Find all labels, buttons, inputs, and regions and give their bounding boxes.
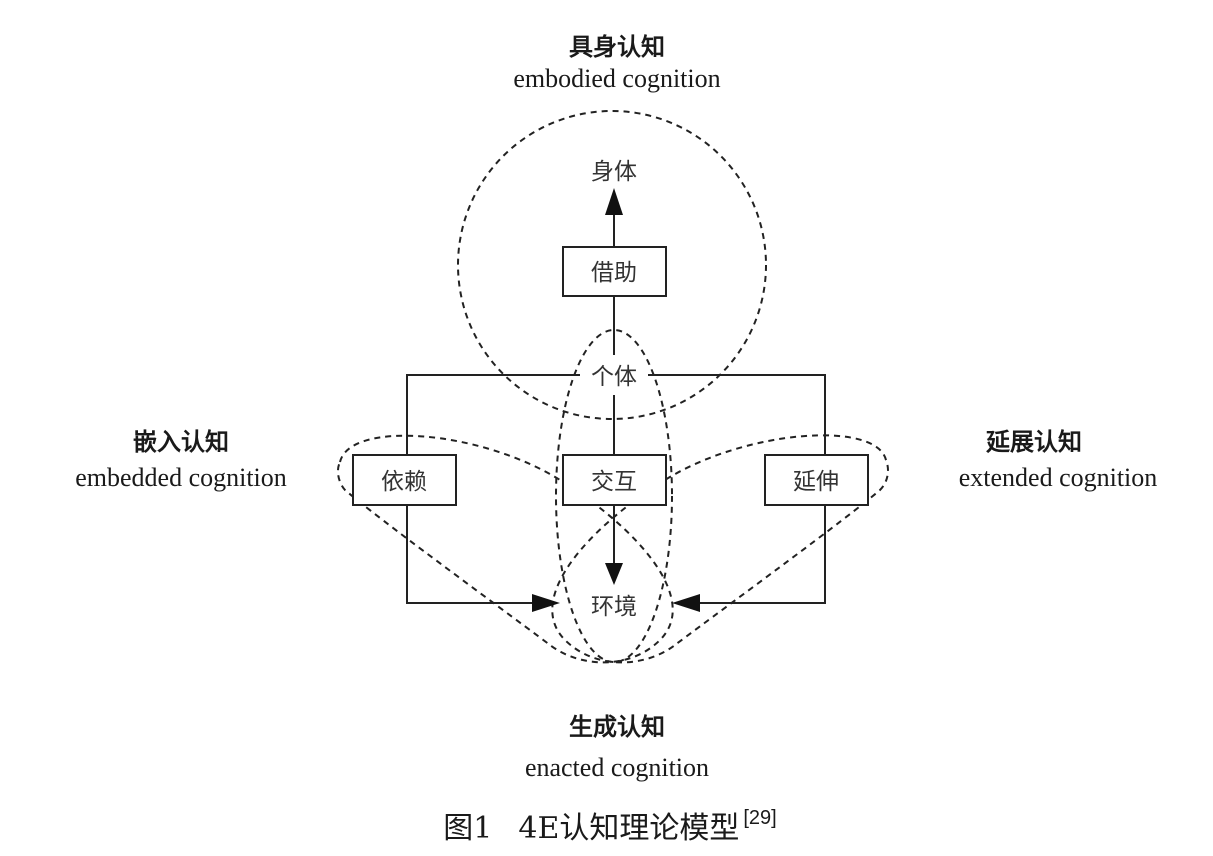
extend-box bbox=[764, 454, 869, 506]
enacted-region-outline bbox=[555, 329, 673, 663]
extended-en-label: extended cognition bbox=[959, 463, 1158, 492]
figure-caption: 图1 4E认知理论模型 [29] bbox=[443, 807, 776, 846]
figure-number: 图1 bbox=[443, 811, 492, 846]
arrow-right-icon bbox=[532, 594, 560, 612]
embodied-region-outline bbox=[457, 110, 767, 420]
extended-cn-label: 延展认知 bbox=[985, 428, 1082, 456]
borrow-box bbox=[562, 246, 667, 297]
figure-title: 4E认知理论模型 bbox=[518, 811, 739, 846]
borrow-node: 借助 bbox=[591, 260, 637, 286]
interact-node: 交互 bbox=[591, 469, 637, 495]
embedded-region-outline bbox=[336, 434, 674, 664]
arrow-left-icon bbox=[672, 594, 700, 612]
enacted-en-label: enacted cognition bbox=[525, 753, 709, 782]
right-return-line bbox=[692, 505, 826, 604]
depend-node: 依赖 bbox=[381, 469, 427, 495]
embodied-en-label: embodied cognition bbox=[513, 64, 720, 93]
embedded-en-label: embedded cognition bbox=[75, 463, 287, 492]
body-node: 身体 bbox=[591, 159, 637, 185]
arrow-up-icon bbox=[605, 188, 623, 215]
embodied-cn-label: 具身认知 bbox=[569, 33, 665, 61]
right-branch-line bbox=[648, 374, 826, 455]
figure-reference: [29] bbox=[743, 807, 776, 829]
extended-region-outline bbox=[551, 434, 889, 664]
depend-box bbox=[352, 454, 457, 506]
individual-node: 个体 bbox=[591, 364, 637, 390]
interact-box bbox=[562, 454, 667, 506]
left-branch-line bbox=[406, 374, 580, 455]
enacted-cn-label: 生成认知 bbox=[569, 713, 665, 741]
embedded-cn-label: 嵌入认知 bbox=[133, 428, 229, 456]
extend-node: 延伸 bbox=[793, 469, 839, 495]
arrow-down-icon bbox=[605, 563, 623, 585]
left-return-line bbox=[406, 505, 540, 604]
environment-node: 环境 bbox=[591, 594, 637, 620]
